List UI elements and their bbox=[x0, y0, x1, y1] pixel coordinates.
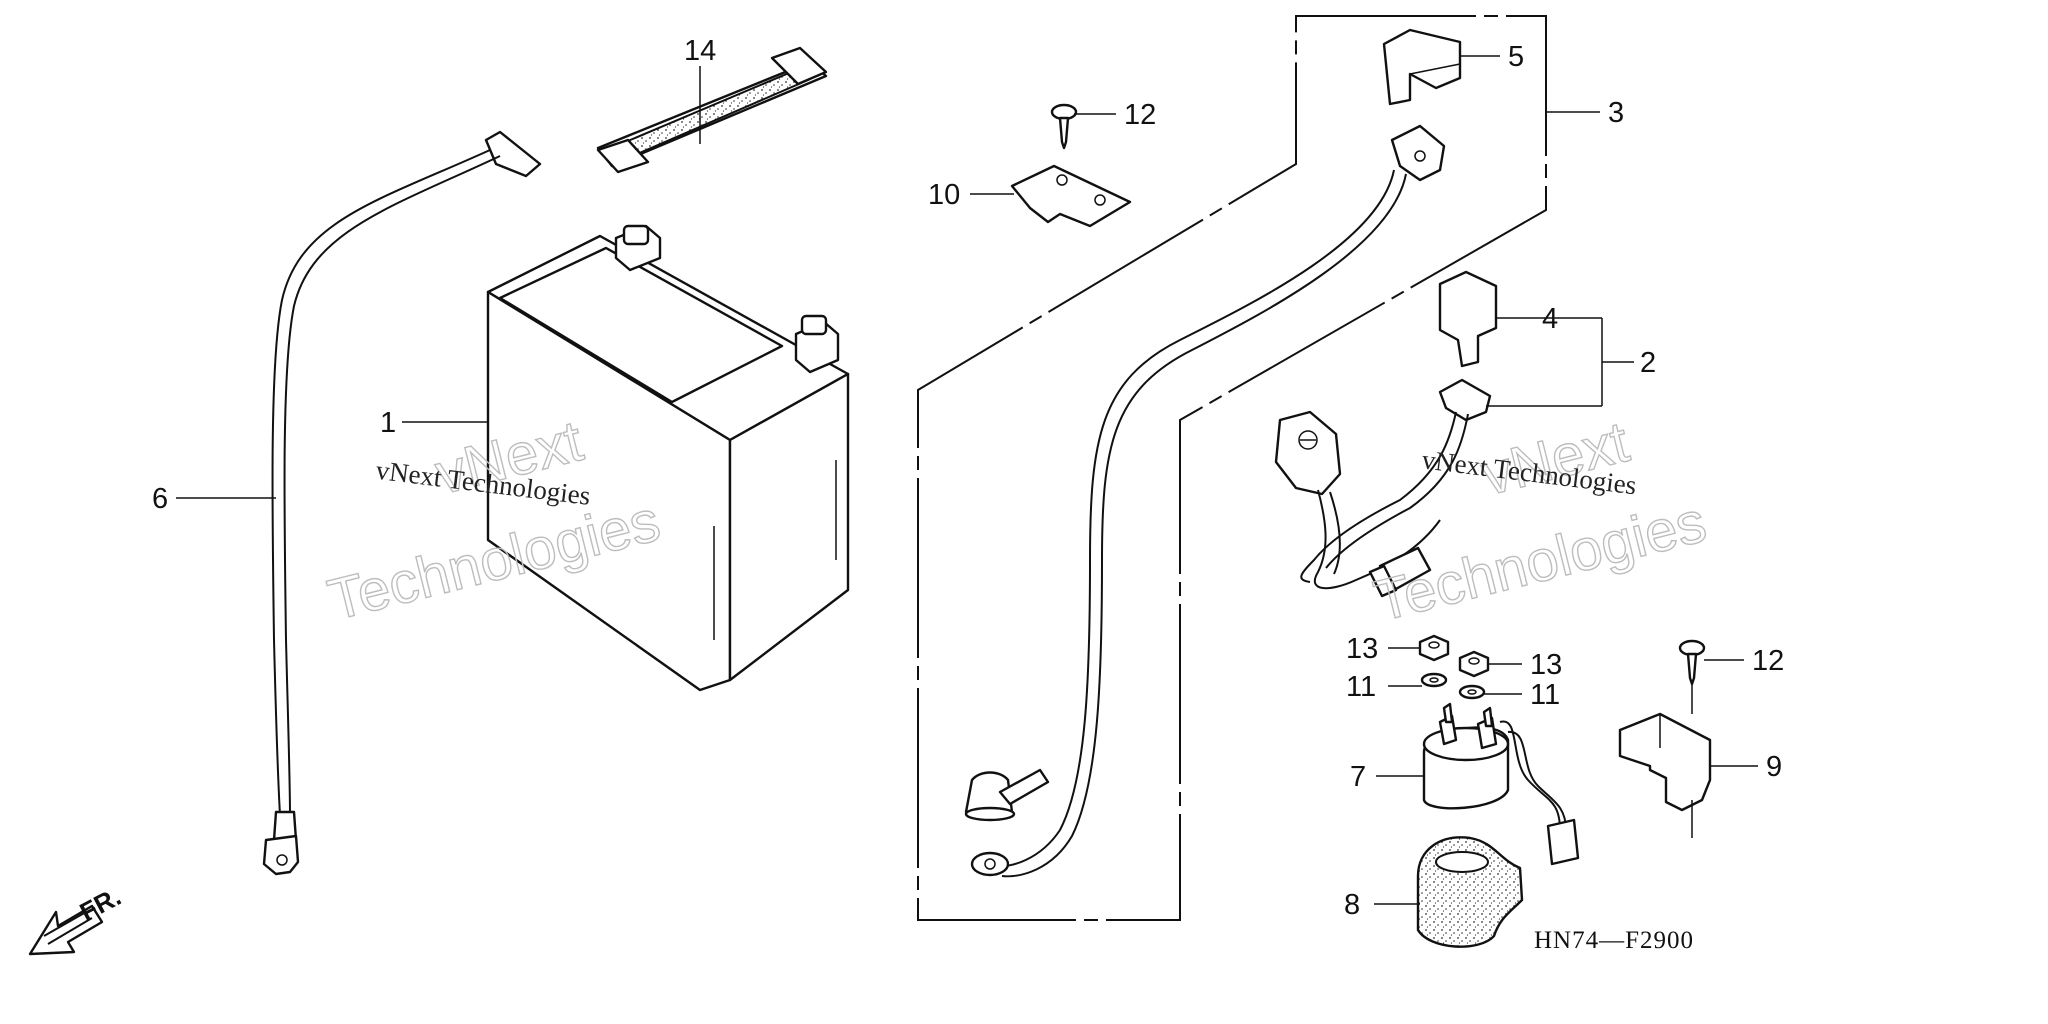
nut-part-right bbox=[1458, 650, 1490, 678]
callout-9: 9 bbox=[1766, 751, 1782, 783]
screw-part-right bbox=[1678, 639, 1706, 686]
callout-11-right: 11 bbox=[1530, 679, 1560, 711]
callout-13-right: 13 bbox=[1530, 649, 1562, 681]
callout-12-right: 12 bbox=[1752, 645, 1784, 677]
relay-boot-part bbox=[1416, 836, 1524, 948]
callout-labels: 1 6 14 12 10 5 3 4 2 13 13 11 11 7 8 9 1… bbox=[152, 35, 1784, 921]
leader-lines bbox=[176, 55, 1758, 905]
callout-7: 7 bbox=[1350, 761, 1366, 793]
starter-relay-part bbox=[1422, 702, 1580, 866]
battery-tube-part bbox=[262, 130, 542, 876]
washer-part-right bbox=[1458, 684, 1486, 700]
callout-4: 4 bbox=[1542, 303, 1558, 335]
starter-cable-part bbox=[964, 124, 1446, 878]
screw-part-top bbox=[1050, 103, 1078, 150]
callout-10: 10 bbox=[928, 179, 960, 211]
callout-1: 1 bbox=[380, 407, 396, 439]
battery-strap-part bbox=[596, 46, 828, 174]
drawing-code: HN74—F2900 bbox=[1534, 927, 1694, 954]
callout-12-top: 12 bbox=[1124, 99, 1156, 131]
callout-3: 3 bbox=[1608, 97, 1624, 129]
wire-harness-part bbox=[1274, 378, 1492, 598]
callout-13-left: 13 bbox=[1346, 633, 1378, 665]
callout-2: 2 bbox=[1640, 347, 1656, 379]
nut-part-left bbox=[1418, 634, 1450, 662]
arrow-icon bbox=[28, 904, 104, 956]
callout-14: 14 bbox=[684, 35, 716, 67]
watermark-right: vNext Technologies vNext Technologies bbox=[1367, 408, 1713, 634]
terminal-cover-part bbox=[1382, 28, 1462, 106]
callout-11-left: 11 bbox=[1346, 671, 1376, 703]
starter-cable-group-outline bbox=[917, 15, 1547, 921]
watermark-large-line2-right: Technologies bbox=[1368, 489, 1712, 634]
callout-8: 8 bbox=[1344, 889, 1360, 921]
relay-bracket-part bbox=[1618, 712, 1712, 812]
battery-part bbox=[486, 224, 850, 692]
cable-cap-part bbox=[1438, 270, 1498, 368]
callout-6: 6 bbox=[152, 483, 168, 515]
washer-part-left bbox=[1420, 672, 1448, 688]
callout-5: 5 bbox=[1508, 41, 1524, 73]
front-direction-arrow: FR. bbox=[28, 881, 126, 956]
bracket-part bbox=[1010, 164, 1132, 228]
